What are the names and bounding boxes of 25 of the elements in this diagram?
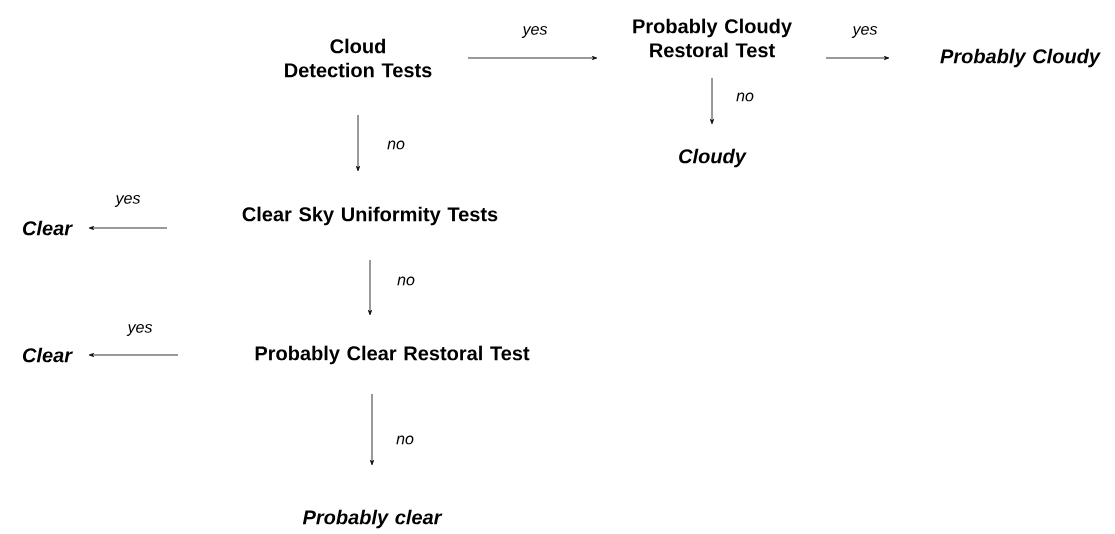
arrow xyxy=(825,56,890,60)
outcome-text: Probably clear xyxy=(302,509,443,529)
edge-label: no xyxy=(396,435,414,445)
arrow xyxy=(710,77,714,125)
arrow xyxy=(356,114,360,172)
edge-label: yes xyxy=(114,195,141,207)
arrow xyxy=(467,56,598,60)
test-text: Clear Sky Uniformity Tests xyxy=(242,206,498,226)
arrow xyxy=(88,226,168,230)
edge-label: no xyxy=(397,276,415,286)
outcome-text: Cloudy xyxy=(679,148,747,168)
outcome-text: Clear xyxy=(22,347,73,363)
arrow xyxy=(88,353,179,357)
edge-label: yes xyxy=(521,26,548,38)
test-text: Probably Clear Restoral Test xyxy=(255,345,530,365)
test-text: Probably Cloudy Restoral Test xyxy=(633,18,792,58)
edge-label: no xyxy=(387,140,405,150)
edge-label: yes xyxy=(126,324,153,336)
outcome-text: Clear xyxy=(22,220,73,236)
edge-label: yes xyxy=(851,26,878,38)
arrow xyxy=(370,393,374,466)
arrow xyxy=(368,259,372,316)
test-text: Cloud Detection Tests xyxy=(285,38,432,78)
edge-label: no xyxy=(736,92,754,102)
outcome-text: Probably Cloudy xyxy=(940,48,1101,68)
